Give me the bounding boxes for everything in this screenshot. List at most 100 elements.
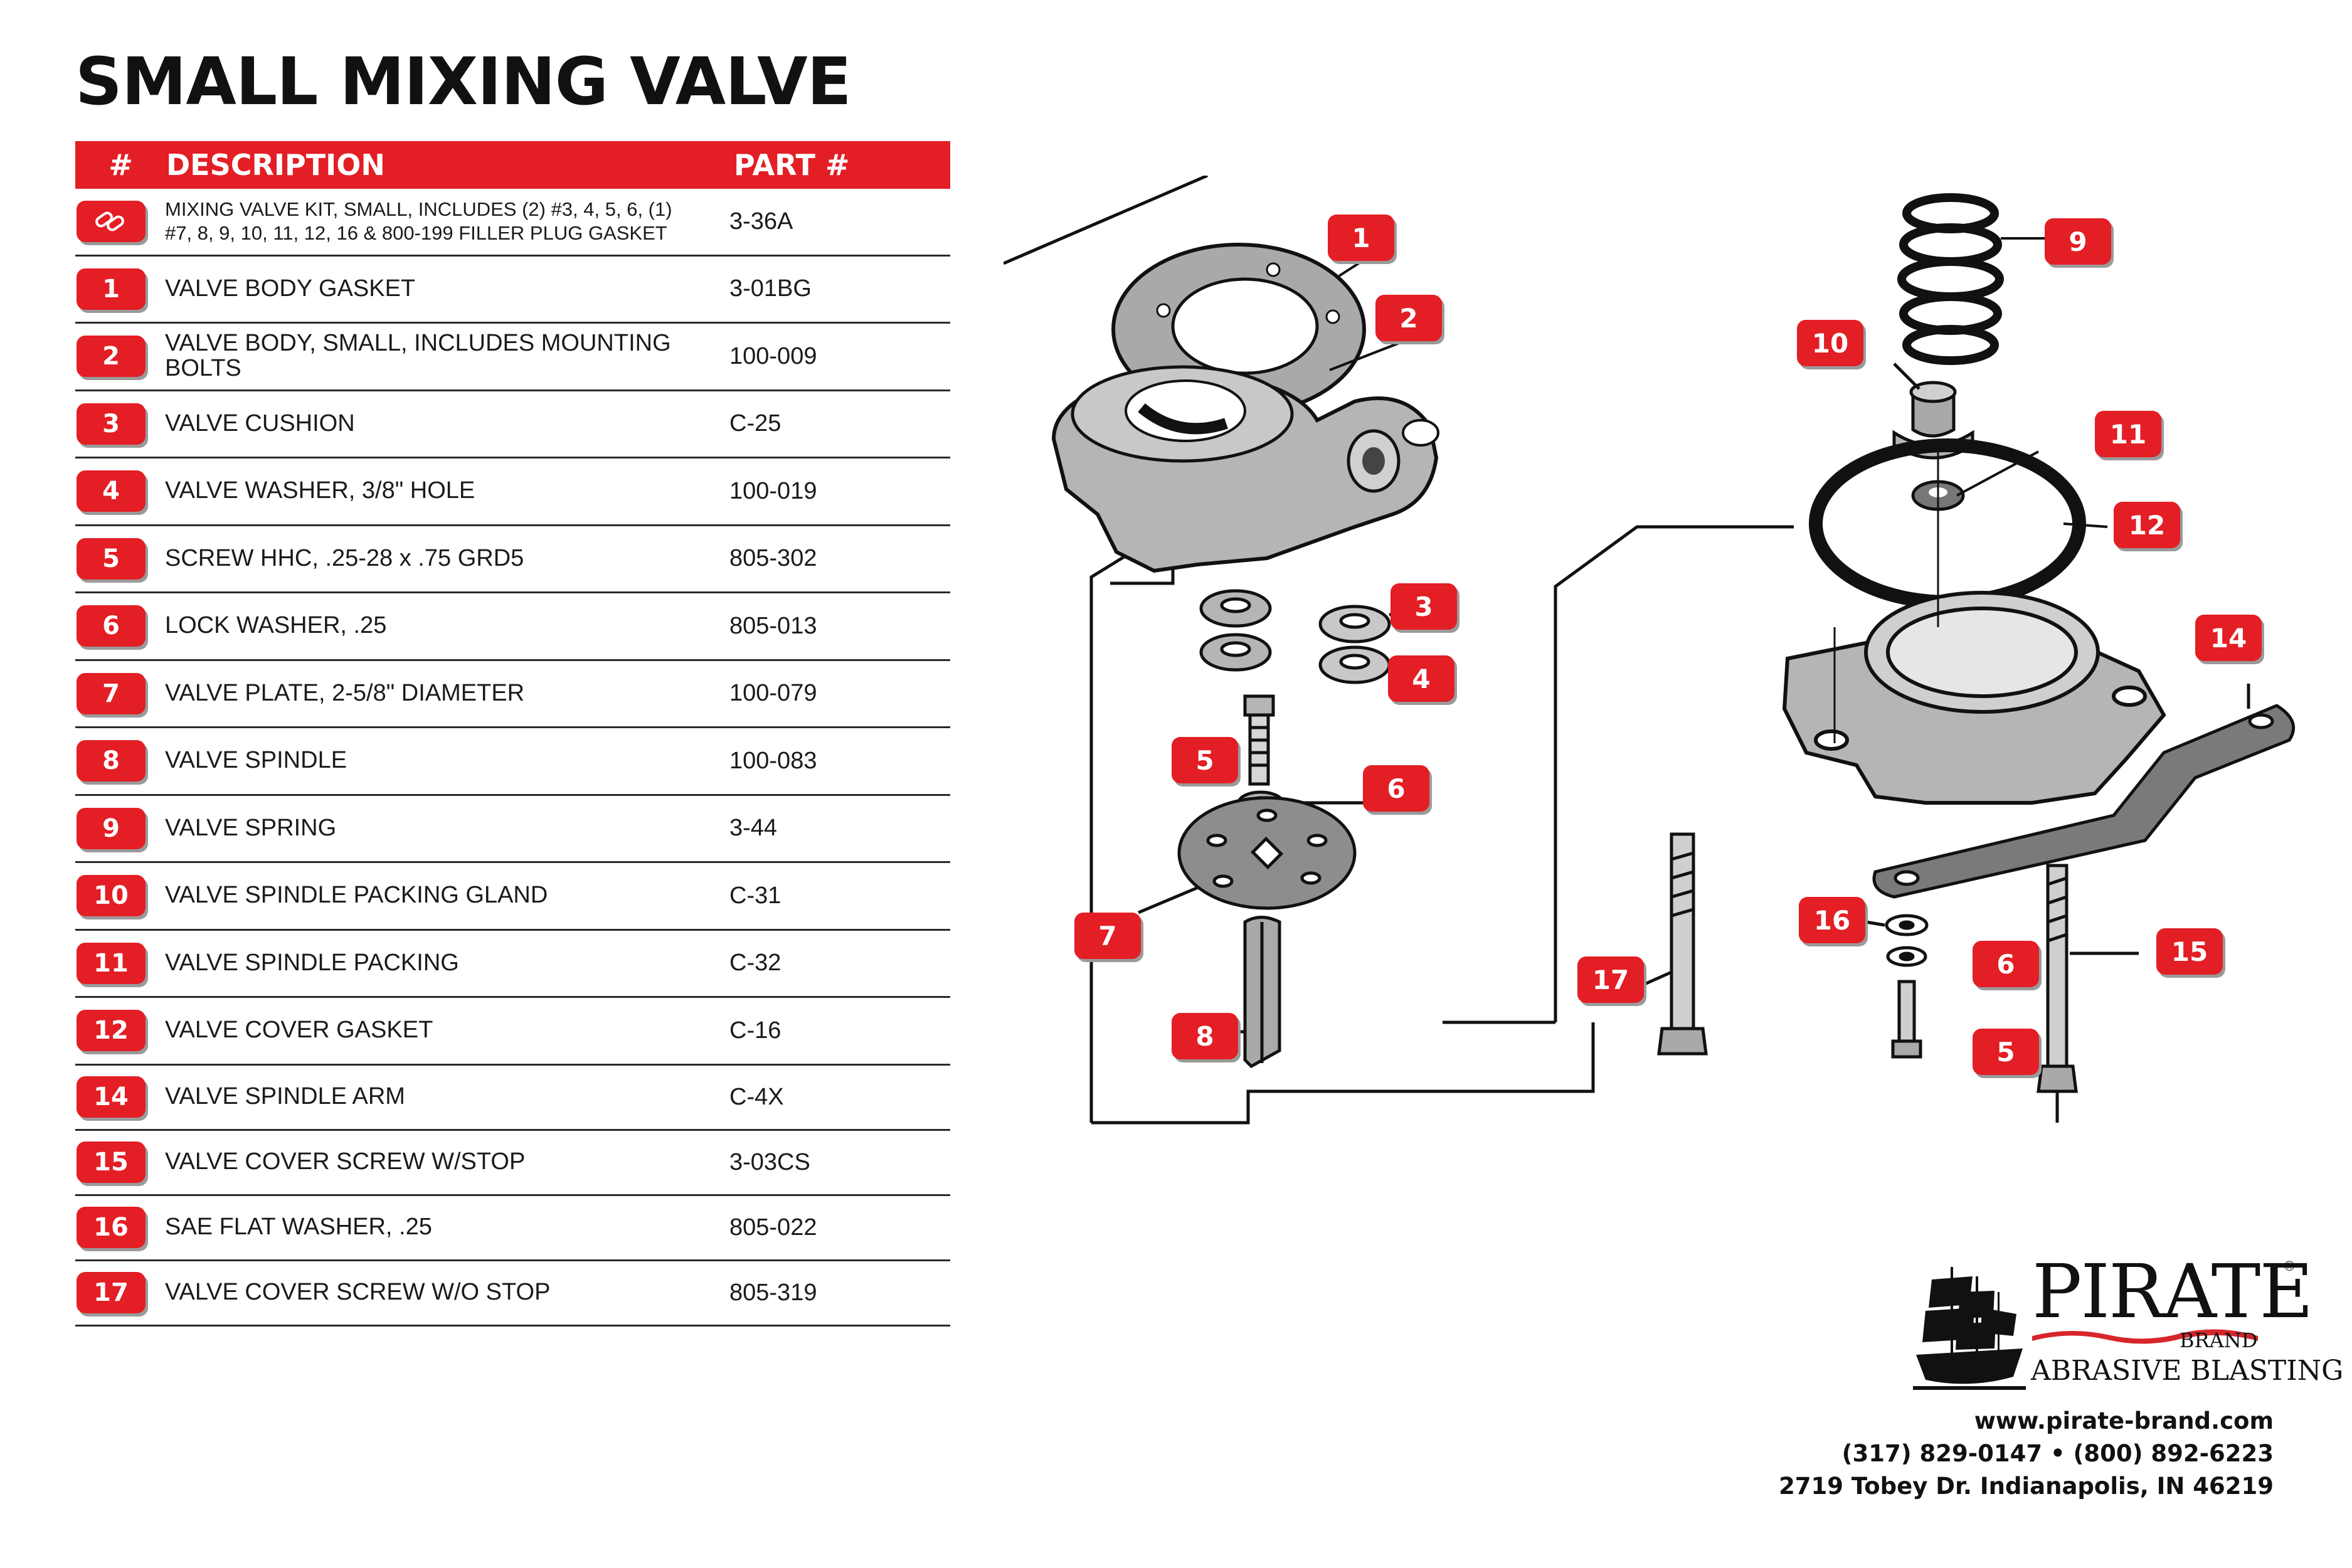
table-row: 7 VALVE PLATE, 2-5/8" DIAMETER 100-079: [75, 661, 950, 728]
kit-description: MIXING VALVE KIT, SMALL, INCLUDES (2) #3…: [165, 198, 672, 245]
item-description: VALVE PLATE, 2-5/8" DIAMETER: [165, 679, 525, 706]
exploded-diagram: 1 2 3 4 5 6 7 8 9 10 11 12 14 15 16 6 17…: [1003, 174, 2321, 1154]
item-part-number: 805-319: [729, 1279, 817, 1306]
item-number-badge: 17: [77, 1272, 146, 1313]
valve-plate: [1138, 796, 1357, 914]
item-description: VALVE SPINDLE PACKING GLAND: [165, 882, 548, 909]
item-description: VALVE SPINDLE: [165, 747, 347, 774]
item-part-number: C-32: [729, 950, 781, 977]
item-description: VALVE WASHER, 3/8" HOLE: [165, 477, 475, 504]
item-number-badge: 8: [77, 740, 146, 782]
item-number-badge: 5: [77, 538, 146, 580]
item-part-number: 3-01BG: [729, 275, 812, 302]
item-part-number: 805-302: [729, 545, 817, 572]
item-part-number: 100-079: [729, 680, 817, 707]
callout-15: 15: [2156, 928, 2223, 975]
item-number-badge: 15: [77, 1142, 146, 1183]
kit-part: 3-36A: [729, 208, 793, 235]
item-part-number: C-4X: [729, 1083, 784, 1110]
brand-logo: PIRATE ® BRAND ABRASIVE BLASTING: [1913, 1254, 2343, 1399]
item-number-badge: 3: [77, 403, 146, 445]
callout-14: 14: [2195, 615, 2262, 661]
item-description: LOCK WASHER, .25: [165, 612, 387, 639]
item-part-number: 100-019: [729, 477, 817, 504]
table-row: 6 LOCK WASHER, .25 805-013: [75, 593, 950, 661]
item-number-badge: 6: [77, 605, 146, 647]
table-row: 9 VALVE SPRING 3-44: [75, 796, 950, 863]
callout-4: 4: [1388, 655, 1454, 702]
table-row: 8 VALVE SPINDLE 100-083: [75, 728, 950, 796]
table-row: 11 VALVE SPINDLE PACKING C-32: [75, 931, 950, 998]
item-description: VALVE SPRING: [165, 814, 337, 841]
item-description: SCREW HHC, .25-28 x .75 GRD5: [165, 544, 524, 571]
pirate-ship-icon: [1913, 1267, 2026, 1390]
callout-8: 8: [1172, 1013, 1238, 1059]
item-description: VALVE CUSHION: [165, 410, 355, 437]
item-number-badge: 7: [77, 672, 146, 714]
callout-6: 6: [1363, 765, 1429, 812]
item-part-number: 100-083: [729, 747, 817, 774]
item-number-badge: 4: [77, 470, 146, 512]
item-number-badge: 1: [77, 268, 146, 310]
valve-cover-gasket: [1809, 438, 2108, 609]
table-row: 16 SAE FLAT WASHER, .25 805-022: [75, 1196, 950, 1261]
callout-12: 12: [2114, 502, 2180, 548]
item-description: VALVE SPINDLE ARM: [165, 1083, 405, 1110]
brand-sub: BRAND: [2180, 1328, 2258, 1352]
table-row-kit: MIXING VALVE KIT, SMALL, INCLUDES (2) #3…: [75, 189, 950, 257]
table-header: # DESCRIPTION PART #: [75, 141, 950, 189]
callout-2: 2: [1375, 295, 1442, 341]
valve-exploded-view: [1003, 174, 2296, 1125]
item-part-number: 3-03CS: [729, 1148, 810, 1175]
item-description: VALVE COVER GASKET: [165, 1017, 433, 1044]
item-description: SAE FLAT WASHER, .25: [165, 1214, 432, 1241]
item-part-number: C-31: [729, 882, 781, 909]
item-description: VALVE SPINDLE PACKING: [165, 949, 459, 976]
item-number-badge: 11: [77, 942, 146, 984]
item-number-badge: 12: [77, 1010, 146, 1052]
kit-badge: [77, 201, 146, 243]
item-number-badge: 2: [77, 336, 146, 378]
table-row: 15 VALVE COVER SCREW W/STOP 3-03CS: [75, 1131, 950, 1196]
brand-registered: ®: [2284, 1258, 2295, 1274]
item-description: VALVE COVER SCREW W/O STOP: [165, 1279, 551, 1306]
brand-tagline: ABRASIVE BLASTING: [2031, 1355, 2344, 1387]
callout-5: 5: [1172, 737, 1238, 783]
item-part-number: 100-009: [729, 342, 817, 369]
brand-swoosh: [2032, 1329, 2258, 1344]
valve-spring: [1897, 193, 2045, 365]
item-part-number: 805-013: [729, 612, 817, 639]
callout-16: 16: [1799, 897, 1865, 943]
valve-screw: [1237, 694, 1367, 815]
callout-11: 11: [2095, 411, 2161, 457]
item-part-number: 3-44: [729, 815, 778, 842]
item-description: VALVE BODY GASKET: [165, 275, 416, 302]
item-number-badge: 10: [77, 875, 146, 917]
valve-cover-screws: [1642, 832, 2139, 1123]
header-part: PART #: [734, 148, 850, 182]
table-row: 10 VALVE SPINDLE PACKING GLAND C-31: [75, 863, 950, 931]
callout-17: 17: [1577, 956, 1644, 1003]
callout-9: 9: [2045, 218, 2111, 265]
header-num: #: [109, 148, 133, 182]
item-number-badge: 16: [77, 1207, 146, 1248]
table-row: 3 VALVE CUSHION C-25: [75, 391, 950, 458]
table-row: 1 VALVE BODY GASKET 3-01BG: [75, 257, 950, 324]
item-description: VALVE COVER SCREW W/STOP: [165, 1148, 526, 1175]
header-description: DESCRIPTION: [166, 148, 385, 182]
link-icon: [95, 211, 124, 231]
website[interactable]: www.pirate-brand.com: [1974, 1407, 2274, 1434]
item-number-badge: 9: [77, 807, 146, 849]
brand-name: PIRATE: [2032, 1248, 2313, 1335]
table-row: 17 VALVE COVER SCREW W/O STOP 805-319: [75, 1261, 950, 1327]
valve-spindle-arm: [1872, 684, 2296, 899]
item-part-number: 805-022: [729, 1214, 817, 1241]
valve-cover: [1782, 591, 2166, 805]
contact-info: www.pirate-brand.com (317) 829-0147 • (8…: [1779, 1405, 2274, 1502]
item-part-number: C-25: [729, 410, 781, 437]
callout-10: 10: [1797, 320, 1863, 366]
address: 2719 Tobey Dr. Indianapolis, IN 46219: [1779, 1472, 2274, 1500]
